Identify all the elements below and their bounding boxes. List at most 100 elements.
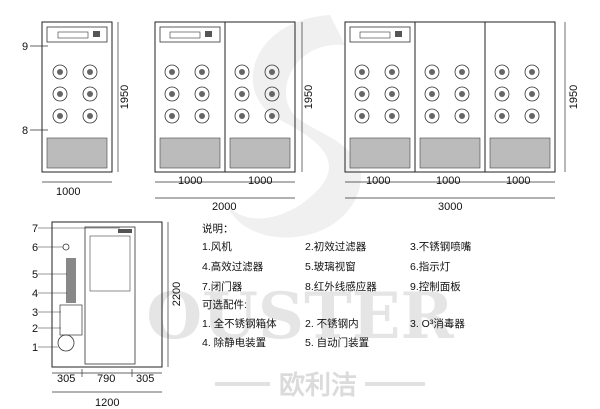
nozzle-grid xyxy=(354,64,400,124)
nozzle-core xyxy=(239,91,245,97)
nozzle-icon xyxy=(454,108,470,124)
nozzle-icon xyxy=(384,108,400,124)
single-height-label: 1950 xyxy=(119,85,131,109)
nozzle-core xyxy=(87,69,93,75)
side-view xyxy=(51,221,163,368)
nozzle-core xyxy=(499,91,505,97)
side-total: 1200 xyxy=(95,397,119,409)
callout-9: 9 xyxy=(22,41,28,53)
nozzle-core xyxy=(87,113,93,119)
nozzle-icon xyxy=(52,86,68,102)
nozzle-grid xyxy=(234,64,280,124)
nozzle-icon xyxy=(454,64,470,80)
triple-width-3: 1000 xyxy=(506,175,530,187)
nozzle-icon xyxy=(424,86,440,102)
legend-item-5: 5.玻璃视窗 xyxy=(305,260,356,273)
double-width-2: 1000 xyxy=(248,175,272,187)
option-4: 4. 除静电装置 xyxy=(202,336,266,349)
nozzle-icon xyxy=(82,108,98,124)
nozzle-icon xyxy=(524,86,540,102)
option-2: 2. 不锈钢内 xyxy=(305,317,359,330)
nozzle-core xyxy=(389,69,395,75)
nozzle-core xyxy=(239,69,245,75)
nozzle-icon xyxy=(384,64,400,80)
option-1: 1. 全不锈钢箱体 xyxy=(202,317,277,330)
nozzle-icon xyxy=(264,108,280,124)
nozzle-icon xyxy=(164,86,180,102)
nozzle-core xyxy=(269,91,275,97)
nozzle-icon xyxy=(424,64,440,80)
watermark: OUSTER 欧利洁 xyxy=(146,15,455,401)
nozzle-icon xyxy=(494,108,510,124)
legend-item-2: 2.初效过滤器 xyxy=(305,240,367,253)
nozzle-icon xyxy=(354,64,370,80)
callout-7: 7 xyxy=(32,223,38,235)
legend-item-6: 6.指示灯 xyxy=(410,260,451,273)
nozzle-core xyxy=(459,91,465,97)
callout-6: 6 xyxy=(32,242,38,254)
callout-2: 2 xyxy=(32,323,38,335)
nozzle-icon xyxy=(384,86,400,102)
triple-width-1: 1000 xyxy=(366,175,390,187)
nozzle-core xyxy=(359,69,365,75)
options-title: 可选配件: xyxy=(202,298,247,311)
nozzle-core xyxy=(429,69,435,75)
nozzle-core xyxy=(87,91,93,97)
nozzle-icon xyxy=(264,64,280,80)
nozzle-icon xyxy=(194,86,210,102)
nozzle-icon xyxy=(52,108,68,124)
nozzle-core xyxy=(169,69,175,75)
legend-title: 说明： xyxy=(202,222,234,235)
nozzle-icon xyxy=(234,64,250,80)
nozzle-icon xyxy=(494,86,510,102)
nozzle-core xyxy=(199,113,205,119)
nozzle-icon xyxy=(354,86,370,102)
side-dim-3: 305 xyxy=(136,373,154,385)
nozzle-core xyxy=(429,91,435,97)
single-unit xyxy=(41,21,113,173)
callout-8: 8 xyxy=(22,125,28,137)
nozzle-grid xyxy=(164,64,210,124)
nozzle-core xyxy=(359,113,365,119)
nozzle-icon xyxy=(164,64,180,80)
legend-item-1: 1.风机 xyxy=(202,240,232,253)
nozzle-icon xyxy=(234,108,250,124)
nozzle-grid xyxy=(52,64,98,124)
nozzle-core xyxy=(359,91,365,97)
legend: 说明： 1.风机 2.初效过滤器 3.不锈钢喷嘴 4.高效过滤器 5.玻璃视窗 … xyxy=(202,222,472,349)
nozzle-grid xyxy=(424,64,470,124)
option-3: 3. O³消毒器 xyxy=(410,317,465,330)
double-unit xyxy=(154,21,296,173)
nozzle-icon xyxy=(454,86,470,102)
legend-item-9: 9.控制面板 xyxy=(410,280,461,293)
nozzle-icon xyxy=(524,108,540,124)
callout-4: 4 xyxy=(32,288,38,300)
nozzle-core xyxy=(57,91,63,97)
nozzle-core xyxy=(499,113,505,119)
watermark-cn: 欧利洁 xyxy=(279,370,357,401)
nozzle-icon xyxy=(82,86,98,102)
legend-item-3: 3.不锈钢喷嘴 xyxy=(410,240,472,253)
nozzle-core xyxy=(529,91,535,97)
nozzle-icon xyxy=(164,108,180,124)
callout-3: 3 xyxy=(32,307,38,319)
nozzle-core xyxy=(389,113,395,119)
double-total: 2000 xyxy=(212,201,236,213)
nozzle-core xyxy=(499,69,505,75)
nozzle-core xyxy=(529,69,535,75)
nozzle-icon xyxy=(194,108,210,124)
nozzle-core xyxy=(269,113,275,119)
nozzle-icon xyxy=(52,64,68,80)
double-height-label: 1950 xyxy=(303,85,315,109)
triple-total: 3000 xyxy=(438,201,462,213)
nozzle-core xyxy=(239,113,245,119)
side-dim-2: 790 xyxy=(97,373,115,385)
nozzle-icon xyxy=(494,64,510,80)
double-width-1: 1000 xyxy=(178,175,202,187)
watermark-brand: OUSTER xyxy=(146,279,454,354)
nozzle-core xyxy=(269,69,275,75)
nozzle-icon xyxy=(524,64,540,80)
nozzle-core xyxy=(57,113,63,119)
callout-5: 5 xyxy=(32,269,38,281)
